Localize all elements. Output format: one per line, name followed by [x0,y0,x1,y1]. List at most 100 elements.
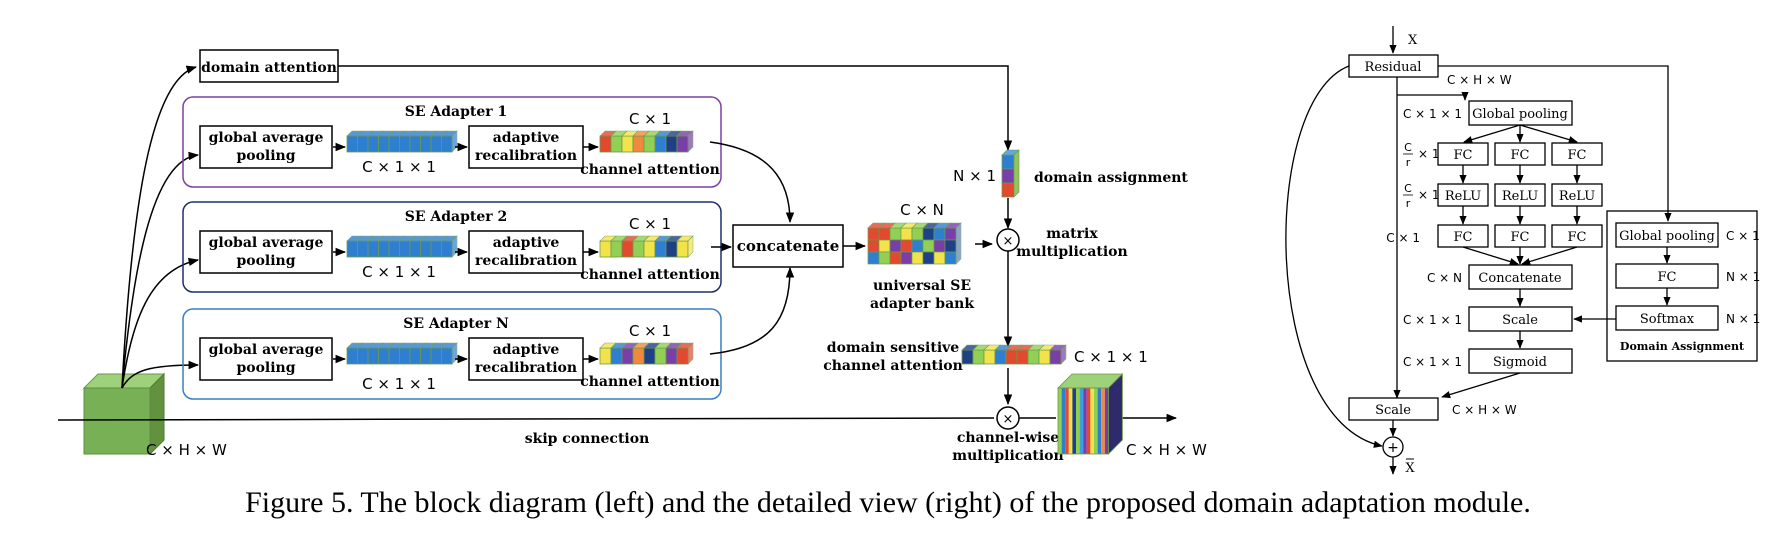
gap-vector [346,342,458,365]
bank-cell [867,239,880,253]
arrow-domain-attention-to-assignment [338,65,1013,152]
vector-cell [378,240,390,258]
assign-dim: N × 1 [953,167,996,185]
scale2-label: Scale [1375,403,1411,418]
vector-cell [399,347,411,365]
bank-cell [878,227,891,241]
output-stripe [1061,388,1066,454]
vector-cell [441,135,453,153]
global-pooling-label: Global pooling [1472,107,1568,122]
domain-sensitive-attention-vector [961,344,1067,365]
da-global-pooling-label: Global pooling [1619,229,1715,244]
output-stripe [1101,388,1105,454]
plus-icon: + [1387,440,1399,456]
att-dim: C × 1 [629,322,671,340]
bank-cell [922,239,935,253]
sigmoid-label: Sigmoid [1493,355,1547,370]
cr-num: C [1404,141,1412,154]
bank-cell [944,251,957,265]
da-fc-label: FC [1658,270,1677,285]
vector-cell [665,347,678,365]
vector-cell [621,347,634,365]
adapter-bank-grid [867,222,962,265]
output-dim-label: C × H × W [1126,441,1207,459]
bank-cell [889,239,902,253]
fc-label: FC [1454,148,1473,163]
output-stripe [1104,388,1109,454]
scale2-dim: C × H × W [1452,403,1517,417]
da-softmax-dim: N × 1 [1726,312,1760,326]
da-gp-dim: C × 1 [1726,229,1760,243]
vector-cell [1049,349,1062,365]
output-stripe [1065,388,1069,454]
output-feature-cube [1057,373,1124,455]
cr-dim-2: C r × 1 [1403,182,1440,210]
vector-cell [357,240,369,258]
scale-dim: C × 1 × 1 [1403,313,1462,327]
bank-cell [867,227,880,241]
recalibration-box [468,125,584,169]
arrow-gp-fc1 [1463,124,1521,144]
output-side [1108,373,1123,455]
da-softmax-box [1615,305,1719,331]
vector-cell [441,240,453,258]
assign-cell [1001,168,1015,184]
vector-cell [1016,349,1029,365]
vector-cell-side [687,235,694,258]
adapter-frame [182,96,722,188]
ca-dim: C × 1 × 1 [1074,348,1148,366]
assign-cell [1001,182,1015,198]
vector-cell [643,347,656,365]
vector-cell [610,347,623,365]
arrow-input-to-domain-attention [121,65,198,389]
output-stripe [1097,388,1102,454]
output-stripe [1076,388,1080,454]
vector-cell [654,240,667,258]
vector-cell [643,240,656,258]
output-stripe [1068,388,1073,454]
vector-cell [972,349,985,365]
bank-cell [889,251,902,265]
recalibration-box [468,230,584,274]
att-label: channel attention [580,267,720,283]
x-label: X [1408,33,1418,48]
arrow-residual-to-global-pooling [1397,91,1469,101]
vector-cell [357,135,369,153]
vector-cell [430,240,442,258]
scale-label: Scale [1502,313,1538,328]
gp-dim: C × 1 × 1 [1403,107,1462,121]
vector-cell [643,135,656,153]
bank-cell [889,227,902,241]
vector-cell [430,347,442,365]
bank-cell [911,227,924,241]
da-global-pooling-box [1615,222,1719,248]
left-diagram: C × H × W skip connection domain attenti… [57,49,1207,464]
arrow-sigmoid-to-scale [1441,372,1521,399]
vector-cell [654,347,667,365]
channel-attention-vector [599,342,694,365]
vector-cell [430,135,442,153]
vector-cell [346,135,358,153]
vector-cell [420,135,432,153]
gap-dim: C × 1 × 1 [362,375,436,393]
concatenate-box [732,224,844,268]
vector-cell [599,135,612,153]
sigmoid-dim: C × 1 × 1 [1403,355,1462,369]
vector-cell [378,135,390,153]
vector-cell [994,349,1007,365]
gap-dim: C × 1 × 1 [362,263,436,281]
right-diagram: X Residual C × H × W C × 1 × 1 Global po… [1285,26,1760,476]
arrow-input-to-adapter-2 [121,257,200,389]
gap-box [199,337,333,381]
bank-cell [944,239,957,253]
x-tilde-label: X [1405,461,1415,476]
residual-label: Residual [1365,60,1422,75]
scale-box [1468,306,1573,332]
figure-caption: Figure 5. The block diagram (left) and t… [245,486,1531,519]
output-stripe [1094,388,1098,454]
vector-cell [621,240,634,258]
vector-cell [676,240,689,258]
